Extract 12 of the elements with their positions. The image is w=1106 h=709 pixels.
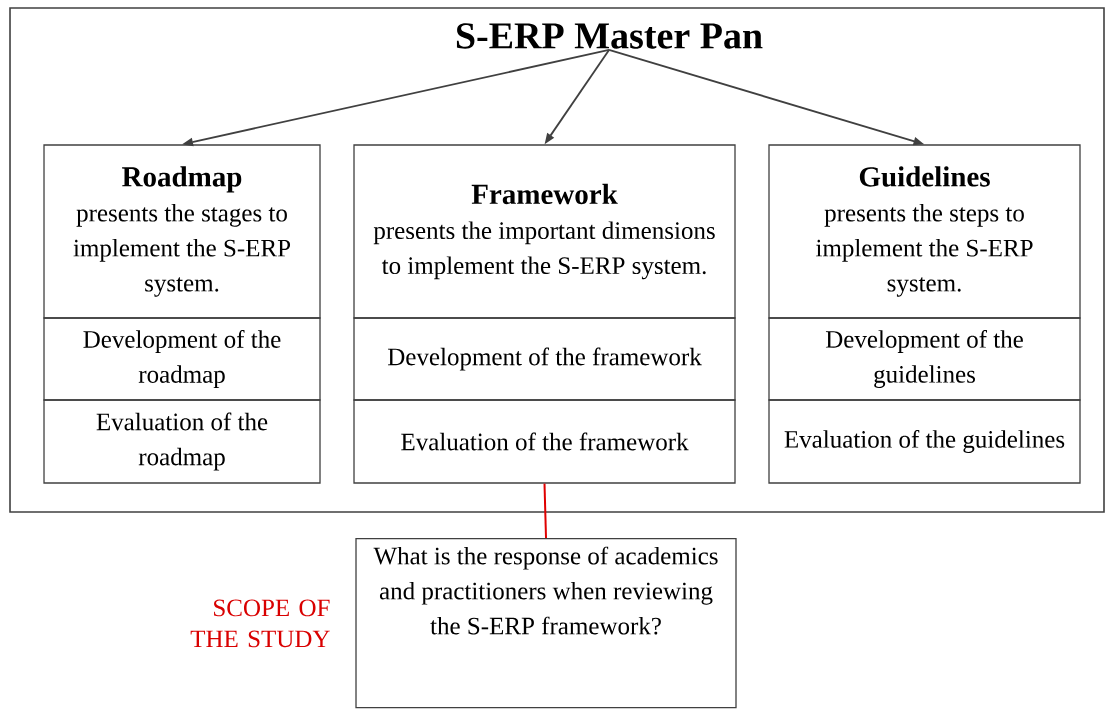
description-box: Roadmap presents the stages to implement the S-ERP system. xyxy=(43,144,321,319)
description-box: Framework presents the important dimensions to implement the S-ERP system. xyxy=(353,144,736,319)
step-box: Development of the guidelines xyxy=(768,317,1081,401)
connector-line xyxy=(543,482,547,539)
step-box: Evaluation of the framework xyxy=(353,399,736,484)
scope-label: SCOPE OF THE STUDY xyxy=(190,599,330,648)
step-box: Development of the roadmap xyxy=(43,317,321,401)
question-box: What is the response of academics and practitioners when reviewing the S-ERP framework? xyxy=(355,538,737,709)
step-box: Evaluation of the roadmap xyxy=(43,399,321,484)
step-box: Development of the framework xyxy=(353,317,736,401)
description-box: Guidelines presents the steps to implement the S-ERP system. xyxy=(768,144,1081,319)
step-box: Evaluation of the guidelines xyxy=(768,399,1081,484)
